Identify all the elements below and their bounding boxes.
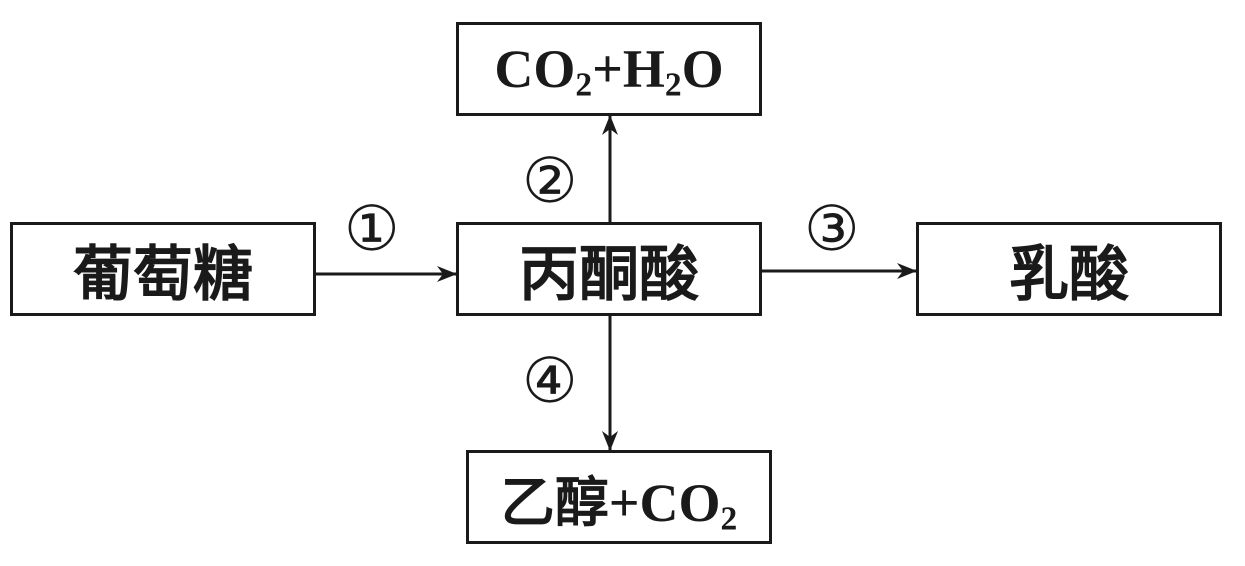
formula-part: O	[681, 39, 724, 99]
step-label-3: ③	[804, 192, 860, 265]
node-ethanol-co2-formula: 乙醇+CO2	[501, 458, 738, 537]
node-pyruvate-label: 丙酮酸	[519, 239, 699, 310]
formula-part: +CO	[608, 472, 721, 533]
node-lactate-label: 乳酸	[1009, 239, 1129, 310]
node-lactate: 乳酸	[916, 222, 1222, 316]
node-co2-h2o-formula: CO2+H2O	[494, 38, 724, 104]
node-co2-h2o: CO2+H2O	[456, 22, 762, 116]
formula-part: CO	[494, 39, 576, 99]
formula-part: 乙醇	[500, 472, 609, 533]
node-pyruvate: 丙酮酸	[456, 222, 762, 316]
node-glucose-label: 葡萄糖	[73, 239, 253, 310]
formula-subscript: 2	[575, 66, 593, 104]
formula-subscript: 2	[664, 66, 682, 104]
formula-subscript: 2	[720, 499, 738, 537]
formula-part: +H	[592, 39, 665, 99]
node-glucose: 葡萄糖	[10, 222, 316, 316]
node-ethanol-co2: 乙醇+CO2	[466, 450, 772, 544]
step-label-1: ①	[344, 192, 400, 265]
step-label-4: ④	[522, 344, 578, 417]
step-label-2: ②	[522, 144, 578, 217]
